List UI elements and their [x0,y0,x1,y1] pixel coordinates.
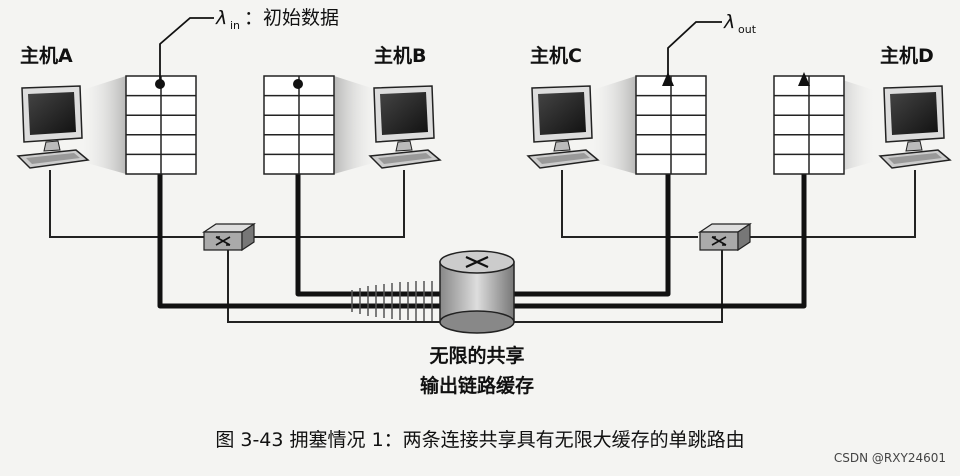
lambda-in-subscript: in [230,19,240,32]
host-b-computer [369,85,441,169]
router-label-line2: 输出链路缓存 [420,374,534,397]
host-a-computer [17,85,89,169]
router [439,250,515,334]
watermark: CSDN @RXY24601 [834,451,946,465]
host-b-label: 主机B [374,45,426,67]
lambda-out-callout: λ out [667,11,757,86]
host-c-label: 主机C [530,45,582,67]
router-label-line1: 无限的共享 [429,344,524,367]
lambda-in-callout: λ in ：初始数据 [159,7,339,80]
lambda-in-symbol: λ [215,7,227,29]
right-switch [699,223,751,251]
host-a-label: 主机A [20,45,73,67]
lambda-in-label: ：初始数据 [244,7,339,29]
buffer-shading [76,76,880,174]
host-d-label: 主机D [880,45,934,67]
figure-caption: 图 3-43 拥塞情况 1：两条连接共享具有无限大缓存的单跳路由 [215,429,744,451]
left-switch [203,223,255,251]
lambda-out-symbol: λ [723,11,735,33]
lambda-out-subscript: out [738,23,757,36]
host-d-computer [879,85,951,169]
buffer-grids [125,75,845,175]
buffer-blur [351,281,433,321]
host-c-computer [527,85,599,169]
source-dots [155,79,303,89]
